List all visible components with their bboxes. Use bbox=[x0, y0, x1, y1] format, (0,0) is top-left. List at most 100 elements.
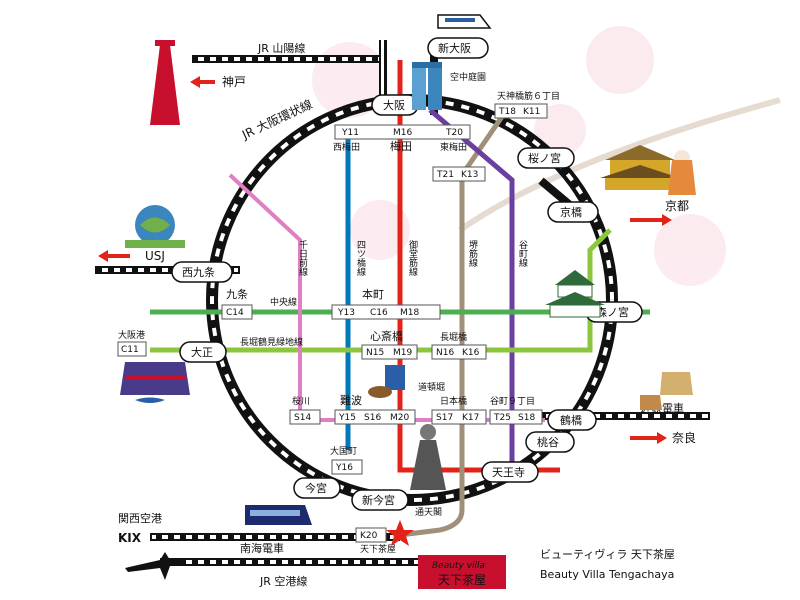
station-pill-osaka[interactable]: 大阪 bbox=[371, 94, 419, 116]
airplane-icon bbox=[125, 552, 185, 580]
code-s14: S14 bbox=[294, 413, 311, 423]
station-pill-momodani[interactable]: 桃谷 bbox=[525, 431, 575, 453]
cherry-blossom-decoration bbox=[312, 26, 781, 286]
code-k16: K16 bbox=[462, 348, 480, 358]
nara-label: 奈良 bbox=[672, 430, 696, 445]
code-box-shinsaibashi[interactable]: N15 M19 bbox=[361, 344, 418, 360]
kinkakuji-icon bbox=[600, 145, 680, 190]
code-t25: T25 bbox=[493, 413, 511, 423]
station-nishi-umeda[interactable]: 西梅田 bbox=[333, 141, 360, 153]
code-box-tanimachi9[interactable]: T25 S18 bbox=[489, 409, 543, 425]
station-tennoji: 天王寺 bbox=[492, 466, 525, 479]
code-y13: Y13 bbox=[337, 308, 355, 318]
station-namba[interactable]: 難波 bbox=[340, 394, 362, 407]
code-box-umeda[interactable]: Y11 M16 T20 bbox=[334, 124, 471, 140]
code-s17: S17 bbox=[436, 413, 453, 423]
kyoto-label: 京都 bbox=[665, 199, 689, 213]
jr-airport-label: JR 空港線 bbox=[259, 574, 307, 588]
station-pill-taisho[interactable]: 大正 bbox=[179, 341, 227, 363]
station-sakuranomiya: 桜ノ宮 bbox=[528, 151, 561, 165]
destination-kix[interactable]: 関西空港 KIX bbox=[118, 511, 185, 580]
code-box-daikokucho[interactable]: Y16 bbox=[331, 459, 363, 475]
station-kujo[interactable]: 九条 bbox=[226, 287, 248, 301]
code-c14: C14 bbox=[226, 308, 244, 318]
station-nagahoribashi[interactable]: 長堀橋 bbox=[440, 331, 467, 343]
sennichimae-label: 千日前線 bbox=[297, 240, 308, 276]
code-box-nippombashi[interactable]: S17 K17 bbox=[431, 409, 487, 425]
usj-label: USJ bbox=[145, 249, 165, 263]
station-tsuruhashi: 鶴橋 bbox=[560, 413, 582, 427]
code-box-namba[interactable]: Y15 S16 M20 bbox=[334, 409, 416, 425]
station-pill-kyobashi[interactable]: 京橋 bbox=[547, 201, 599, 223]
station-shinsaibashi[interactable]: 心斎橋 bbox=[370, 329, 403, 343]
station-nippombashi[interactable]: 日本橋 bbox=[440, 395, 467, 407]
code-box-nagahoribashi[interactable]: N16 K16 bbox=[431, 344, 487, 360]
station-pill-nishikujo[interactable]: 西九条 bbox=[171, 261, 233, 283]
station-honmachi[interactable]: 本町 bbox=[362, 287, 384, 301]
code-y16: Y16 bbox=[335, 463, 353, 473]
station-osakako[interactable]: 大阪港 bbox=[118, 329, 145, 341]
code-k13: K13 bbox=[461, 170, 478, 180]
hotel-badge[interactable]: Beauty villa 天下茶屋 bbox=[418, 555, 506, 589]
station-tenjinbashi[interactable]: 天神橋筋６丁目 bbox=[497, 90, 560, 102]
kix-label: KIX bbox=[118, 531, 142, 545]
station-umeda[interactable]: 梅田 bbox=[390, 139, 412, 153]
station-kyobashi: 京橋 bbox=[560, 205, 582, 219]
station-tanimachi9[interactable]: 谷町９丁目 bbox=[490, 396, 535, 407]
code-box-tengachaya[interactable]: K20 bbox=[355, 527, 387, 543]
maiko-icon bbox=[668, 150, 696, 195]
station-higashi-umeda[interactable]: 東梅田 bbox=[440, 141, 467, 153]
station-nishikujo: 西九条 bbox=[182, 265, 215, 279]
jr-airport-line bbox=[160, 558, 420, 566]
code-k17: K17 bbox=[462, 413, 479, 423]
code-k11: K11 bbox=[523, 107, 540, 117]
code-box-honmachi[interactable]: Y13 C16 M18 bbox=[331, 304, 441, 320]
chuo-label: 中央線 bbox=[270, 296, 297, 308]
station-imamiya: 今宮 bbox=[305, 481, 327, 495]
code-k20: K20 bbox=[360, 531, 378, 541]
code-n15: N15 bbox=[366, 348, 384, 358]
code-t20: T20 bbox=[445, 128, 463, 138]
destination-kobe[interactable]: 神戸 bbox=[190, 75, 246, 89]
code-t21: T21 bbox=[436, 170, 454, 180]
kobe-label: 神戸 bbox=[222, 75, 246, 89]
code-box-ogimachi[interactable]: T21 K13 bbox=[432, 166, 486, 182]
station-pill-sakuranomiya[interactable]: 桜ノ宮 bbox=[517, 147, 575, 169]
station-pill-imamiya[interactable]: 今宮 bbox=[293, 477, 341, 499]
nankai-line bbox=[150, 533, 400, 541]
code-box-kujo[interactable]: C14 bbox=[221, 304, 253, 320]
sky-building-label: 空中庭園 bbox=[450, 71, 486, 83]
destination-nara[interactable]: 奈良 bbox=[630, 430, 696, 445]
code-c11: C11 bbox=[121, 345, 139, 355]
code-m19: M19 bbox=[393, 348, 412, 358]
station-sakuragawa[interactable]: 桜川 bbox=[292, 395, 310, 407]
kobe-port-tower-icon bbox=[150, 40, 180, 125]
hotel-badge-line2: 天下茶屋 bbox=[438, 572, 486, 587]
nankai-label: 南海電車 bbox=[240, 541, 284, 555]
glico-sign-icon bbox=[385, 365, 405, 390]
code-box-osakako[interactable]: C11 bbox=[117, 341, 147, 357]
destination-kyoto[interactable]: 京都 bbox=[630, 199, 689, 226]
code-y15: Y15 bbox=[338, 413, 356, 423]
midosuji-label: 御堂筋線 bbox=[407, 239, 418, 276]
destination-usj[interactable]: USJ bbox=[98, 249, 165, 263]
deer-icon bbox=[640, 372, 693, 410]
umeda-sky-building-icon bbox=[412, 62, 442, 110]
usj-globe-icon bbox=[125, 205, 185, 248]
station-pill-shin-imamiya[interactable]: 新今宮 bbox=[351, 489, 409, 511]
jr-sanyo-line bbox=[192, 55, 387, 63]
station-pill-tsuruhashi[interactable]: 鶴橋 bbox=[547, 409, 597, 431]
code-s16: S16 bbox=[364, 413, 381, 423]
sakaisuji-label: 堺筋線 bbox=[467, 239, 478, 267]
station-pill-tennoji[interactable]: 天王寺 bbox=[481, 461, 539, 483]
station-daikokucho[interactable]: 大国町 bbox=[330, 445, 357, 457]
code-c16: C16 bbox=[370, 308, 388, 318]
station-pill-shin-osaka[interactable]: 新大阪 bbox=[427, 37, 489, 59]
station-tengachaya[interactable]: 天下茶屋 bbox=[360, 543, 396, 555]
code-box-tenjinbashi[interactable]: T18 K11 bbox=[494, 103, 548, 119]
yotsubashi-label: 四ツ橋線 bbox=[355, 240, 366, 276]
code-box-sakuragawa[interactable]: S14 bbox=[289, 409, 321, 425]
hotel-badge-line1: Beauty villa bbox=[432, 561, 485, 571]
code-y11: Y11 bbox=[341, 128, 359, 138]
